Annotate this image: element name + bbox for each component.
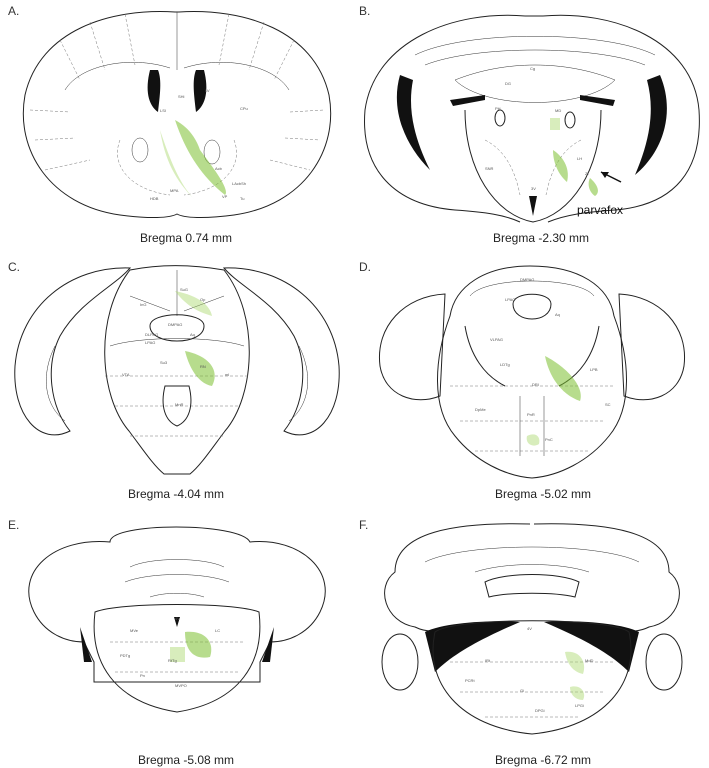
label-su3: Su3 [160, 360, 168, 365]
panel-a: A. CPu LV Acb LAcbSh VP Tu MPA HDB SHi L… [0, 0, 354, 256]
label-ldtg: LDTg [500, 362, 510, 367]
label-pcrt: PCRt [465, 678, 475, 683]
label-gi: Gi [520, 688, 524, 693]
label-dri: DRI [532, 382, 539, 387]
label-dg: DG [505, 81, 511, 86]
label-dmpag: DMPAG [168, 322, 182, 327]
brain-section-d: DMPAG LPAG VLPAG Aq LDTg DRI PnC PnR DpM… [378, 265, 686, 479]
label-sc: SC [605, 402, 611, 407]
panel-letter-c: C. [8, 260, 20, 274]
label-dmpag-d: DMPAG [520, 277, 534, 282]
label-vlpag: VLPAG [490, 337, 503, 342]
brain-section-f: 4V IRt MdD Gi PCRt LPGi DPGi [381, 523, 683, 735]
label-shi: SHi [178, 94, 185, 99]
label-lsi: LSI [160, 108, 166, 113]
caption-c: Bregma -4.04 mm [128, 487, 225, 501]
label-lpb: LPB [590, 367, 598, 372]
label-3v: 3V [531, 186, 536, 191]
label-vta: VTA [122, 372, 130, 377]
label-lpgi: LPGi [575, 703, 584, 708]
label-4v-e: 4V [175, 616, 180, 621]
label-lv: LV [205, 88, 210, 93]
panel-b: B. PH MD DG LH Cg 3V SNR ZI parvafox Bre… [355, 0, 709, 256]
label-pnr: PnR [527, 412, 535, 417]
label-lacbsh: LAcbSh [232, 181, 246, 186]
caption-a: Bregma 0.74 mm [140, 231, 233, 245]
panel-letter-a: A. [8, 4, 20, 18]
label-pdtg: PDTg [120, 653, 130, 658]
caption-b: Bregma -2.30 mm [493, 231, 590, 245]
label-ing: InG [140, 302, 146, 307]
caption-f: Bregma -6.72 mm [495, 753, 592, 767]
caption-d: Bregma -5.02 mm [495, 487, 592, 501]
label-ml: ml [225, 372, 229, 377]
label-mdd: MdD [585, 658, 594, 663]
label-dlpag: DLPAG [145, 332, 158, 337]
label-aq-d: Aq [555, 312, 560, 317]
panel-letter-f: F. [359, 518, 369, 532]
label-pn: Pn [140, 673, 145, 678]
parvafox-arrowhead-icon [601, 172, 609, 178]
panel-letter-d: D. [359, 260, 371, 274]
panel-letter-e: E. [8, 518, 20, 532]
panel-d: D. DMPAG LPAG VLPAG Aq LDTg DRI PnC PnR … [355, 256, 709, 512]
label-rttg: RtTg [168, 658, 177, 663]
label-lc: LC [215, 628, 220, 633]
label-mnr: MnR [175, 402, 184, 407]
label-aq: Aq [190, 332, 195, 337]
label-cpu: CPu [240, 106, 248, 111]
label-mvpo: MVPO [175, 683, 187, 688]
panel-e: E. 4V MVe LC PDTg Pn RtTg MVPO Bregma -5… [0, 512, 354, 768]
label-snr: SNR [485, 166, 494, 171]
label-mve: MVe [130, 628, 139, 633]
label-irt: IRt [485, 658, 491, 663]
label-op: Op [200, 297, 206, 302]
label-lh: LH [577, 156, 582, 161]
label-cg: Cg [530, 66, 535, 71]
brain-section-c: SuG Op InG DMPAG DLPAG LPAG Aq Su3 MnR R… [14, 265, 340, 475]
parvafox-annotation: parvafox [577, 203, 623, 217]
label-dpme: DpMe [475, 407, 486, 412]
brain-section-a: CPu LV Acb LAcbSh VP Tu MPA HDB SHi LSI [22, 11, 332, 218]
label-lpag: LPAG [145, 340, 155, 345]
brain-section-b: PH MD DG LH Cg 3V SNR ZI parvafox [364, 14, 700, 223]
label-ph: PH [495, 106, 501, 111]
label-vp: VP [222, 194, 228, 199]
panel-c: C. SuG Op InG DMPAG DLPAG LPAG Aq Su3 Mn… [0, 256, 354, 512]
panel-letter-b: B. [359, 4, 371, 18]
label-acb: Acb [215, 166, 223, 171]
label-hdb: HDB [150, 196, 159, 201]
label-sug: SuG [180, 287, 188, 292]
label-rn: RN [200, 364, 206, 369]
label-tu: Tu [240, 196, 245, 201]
label-mpa: MPA [170, 188, 179, 193]
brain-section-e: 4V MVe LC PDTg Pn RtTg MVPO [28, 526, 326, 713]
label-dpgi: DPGi [535, 708, 545, 713]
panel-f: F. 4V IRt MdD Gi PCRt LPGi DPGi Bregma -… [355, 512, 709, 768]
caption-e: Bregma -5.08 mm [138, 753, 235, 767]
label-md: MD [555, 108, 561, 113]
label-zi: ZI [585, 171, 589, 176]
label-pnc: PnC [545, 437, 553, 442]
label-4v-f: 4V [527, 626, 532, 631]
label-lpag-d: LPAG [505, 297, 515, 302]
